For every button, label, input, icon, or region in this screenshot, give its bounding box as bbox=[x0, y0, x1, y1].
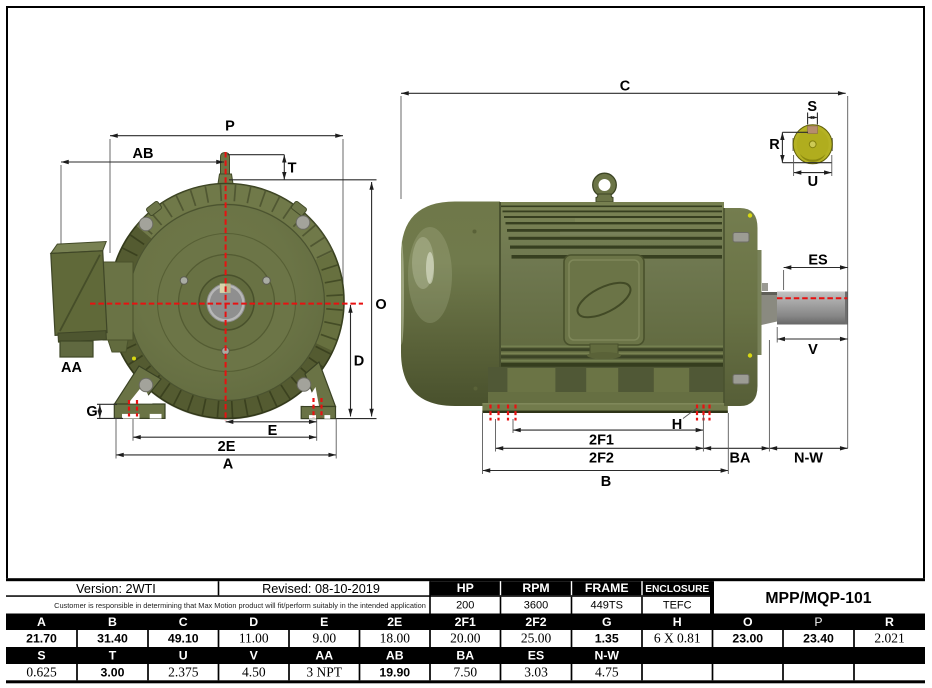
svg-text:31.40: 31.40 bbox=[97, 632, 128, 646]
svg-text:O: O bbox=[743, 615, 753, 629]
svg-text:2E: 2E bbox=[218, 439, 236, 455]
svg-text:23.00: 23.00 bbox=[732, 632, 763, 646]
svg-text:H: H bbox=[672, 417, 682, 433]
svg-text:ENCLOSURE: ENCLOSURE bbox=[645, 584, 709, 595]
svg-text:4.50: 4.50 bbox=[242, 665, 266, 680]
svg-text:T: T bbox=[109, 649, 117, 663]
svg-text:O: O bbox=[375, 297, 386, 313]
svg-text:9.00: 9.00 bbox=[312, 631, 336, 646]
svg-text:AB: AB bbox=[133, 146, 154, 162]
svg-text:3.00: 3.00 bbox=[101, 666, 125, 680]
svg-text:1.35: 1.35 bbox=[595, 632, 619, 646]
svg-text:MPP/MQP-101: MPP/MQP-101 bbox=[765, 590, 871, 607]
svg-text:2F2: 2F2 bbox=[589, 451, 614, 467]
svg-text:G: G bbox=[602, 615, 612, 629]
svg-text:V: V bbox=[808, 342, 818, 358]
svg-text:FRAME: FRAME bbox=[585, 581, 629, 595]
svg-text:N-W: N-W bbox=[594, 649, 619, 663]
svg-text:Revised: 08-10-2019: Revised: 08-10-2019 bbox=[262, 582, 380, 596]
svg-text:S: S bbox=[37, 649, 45, 663]
svg-text:R: R bbox=[885, 615, 894, 629]
svg-text:AA: AA bbox=[315, 649, 333, 663]
svg-text:U: U bbox=[808, 174, 818, 190]
svg-text:3.03: 3.03 bbox=[524, 665, 548, 680]
svg-text:200: 200 bbox=[456, 599, 474, 611]
svg-text:3 NPT: 3 NPT bbox=[306, 665, 342, 680]
svg-text:20.00: 20.00 bbox=[450, 631, 481, 646]
svg-text:Customer is responsible in det: Customer is responsible in determining t… bbox=[54, 601, 426, 610]
svg-text:C: C bbox=[179, 615, 188, 629]
svg-text:G: G bbox=[86, 404, 97, 420]
svg-text:25.00: 25.00 bbox=[521, 631, 552, 646]
svg-text:19.90: 19.90 bbox=[379, 666, 410, 680]
svg-text:D: D bbox=[249, 615, 258, 629]
svg-text:N-W: N-W bbox=[794, 450, 823, 466]
svg-text:2E: 2E bbox=[387, 615, 402, 629]
svg-text:2F1: 2F1 bbox=[589, 432, 614, 448]
svg-text:ES: ES bbox=[808, 253, 828, 269]
svg-text:4.75: 4.75 bbox=[595, 665, 619, 680]
svg-text:BA: BA bbox=[730, 451, 751, 467]
svg-text:2F1: 2F1 bbox=[455, 615, 476, 629]
svg-text:0.625: 0.625 bbox=[26, 665, 57, 680]
svg-text:2.021: 2.021 bbox=[874, 631, 904, 646]
svg-text:2.375: 2.375 bbox=[168, 665, 199, 680]
svg-text:V: V bbox=[250, 649, 259, 663]
svg-text:C: C bbox=[620, 79, 631, 95]
svg-text:E: E bbox=[268, 423, 278, 439]
svg-text:E: E bbox=[320, 615, 328, 629]
svg-text:A: A bbox=[37, 615, 46, 629]
svg-text:U: U bbox=[179, 649, 188, 663]
svg-text:B: B bbox=[108, 615, 117, 629]
svg-text:3600: 3600 bbox=[524, 599, 548, 611]
svg-text:2F2: 2F2 bbox=[525, 615, 546, 629]
svg-text:ES: ES bbox=[528, 649, 544, 663]
svg-text:49.10: 49.10 bbox=[168, 632, 199, 646]
svg-text:P: P bbox=[225, 119, 235, 135]
svg-text:R: R bbox=[769, 137, 780, 153]
svg-text:23.40: 23.40 bbox=[803, 632, 834, 646]
svg-text:Version: 2WTI: Version: 2WTI bbox=[76, 582, 156, 596]
svg-text:11.00: 11.00 bbox=[239, 631, 269, 646]
svg-text:AB: AB bbox=[386, 649, 404, 663]
svg-text:HP: HP bbox=[457, 581, 474, 595]
svg-text:T: T bbox=[288, 161, 297, 177]
svg-text:RPM: RPM bbox=[522, 581, 549, 595]
svg-text:449TS: 449TS bbox=[591, 599, 623, 611]
svg-text:AA: AA bbox=[61, 360, 82, 376]
svg-text:D: D bbox=[354, 354, 364, 370]
svg-text:21.70: 21.70 bbox=[26, 632, 57, 646]
svg-text:7.50: 7.50 bbox=[453, 665, 477, 680]
svg-text:H: H bbox=[673, 615, 682, 629]
svg-text:18.00: 18.00 bbox=[380, 631, 411, 646]
svg-text:P: P bbox=[814, 615, 822, 629]
svg-text:TEFC: TEFC bbox=[663, 599, 692, 611]
svg-text:A: A bbox=[223, 457, 234, 473]
svg-text:B: B bbox=[601, 474, 611, 490]
svg-text:BA: BA bbox=[456, 649, 474, 663]
svg-text:S: S bbox=[807, 99, 817, 115]
svg-text:6 X 0.81: 6 X 0.81 bbox=[654, 631, 701, 646]
